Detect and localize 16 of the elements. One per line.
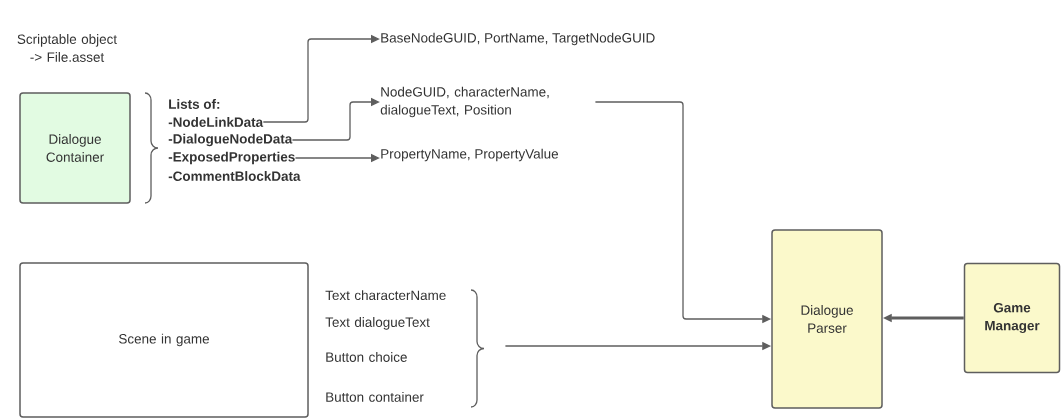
arrow — [291, 97, 380, 141]
field-text: PropertyName, PropertyValue — [381, 148, 558, 162]
list-item: -ExposedProperties — [168, 151, 295, 165]
process-box: Dialogue Parser — [771, 229, 883, 409]
list-heading: Lists of: — [169, 99, 220, 109]
scene-box: Scene in game — [19, 262, 309, 418]
process-box: Game Manager — [963, 262, 1061, 374]
list-item: -DialogueNodeData — [168, 133, 293, 147]
field-text: NodeGUID, characterName, dialogueText, Position — [380, 86, 549, 118]
field-list: Text characterName Text dialogueText Button choice Button container — [325, 290, 446, 402]
note-text: Scriptable object -> File.asset — [17, 34, 117, 62]
container-box: Dialogue Container — [19, 92, 131, 204]
arrow — [262, 34, 380, 123]
field-text: BaseNodeGUID, PortName, TargetNodeGUID — [381, 32, 655, 46]
list-item: -NodeLinkData — [168, 117, 264, 127]
list-item: -CommentBlockData — [168, 171, 301, 181]
